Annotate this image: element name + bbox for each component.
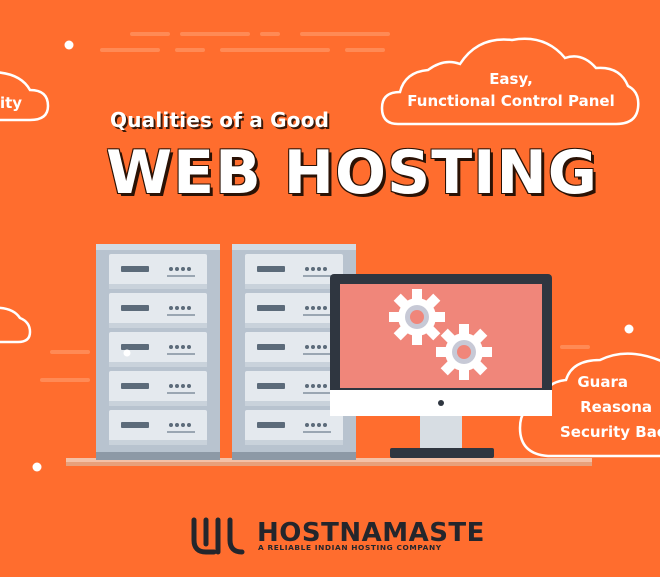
heading-title: WEB HOSTING [106, 138, 598, 208]
dash-lines [40, 32, 590, 382]
cloud-outline-left-top [0, 71, 50, 122]
cloud-text-line: Guara [577, 373, 628, 391]
brand-tagline: A RELIABLE INDIAN HOSTING COMPANY [258, 543, 442, 552]
cloud-outline-left-middle [0, 306, 32, 344]
cloud-text-left-top: ity [0, 94, 23, 112]
dot [64, 40, 74, 50]
server-rack-left [96, 244, 220, 460]
cloud-text-right-bottom: Guara Reasona Security Bac [560, 370, 660, 445]
cloud-outline-right-top [380, 37, 640, 126]
cloud-text-line: Security Bac [560, 423, 660, 441]
cloud-text-right-top: Easy, Functional Control Panel [395, 68, 627, 112]
cloud-text-line: Easy, [489, 70, 533, 88]
brand-name: HOSTNAMASTE [257, 518, 485, 548]
dot [32, 462, 42, 472]
cloud-text-line: Reasona [580, 398, 652, 416]
dot [624, 324, 634, 334]
heading-subtitle: Qualities of a Good [110, 108, 330, 132]
gear-icon [436, 324, 492, 380]
gear-icon [389, 289, 445, 345]
cloud-text-line: Functional Control Panel [407, 92, 615, 110]
